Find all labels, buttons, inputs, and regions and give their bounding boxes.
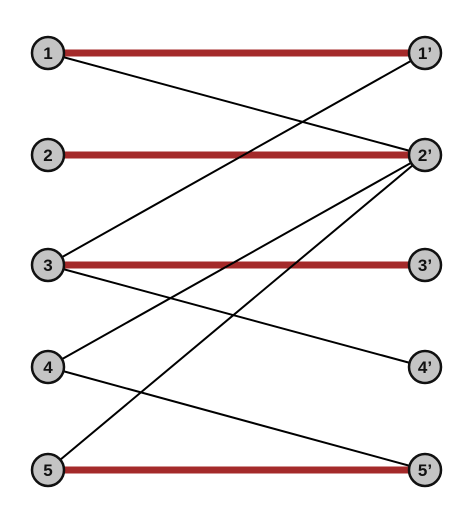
node-label: 2’: [418, 146, 432, 165]
node-label: 2: [43, 146, 52, 165]
node-circle: [407, 247, 443, 283]
node-label: 1’: [418, 44, 432, 63]
edge-3-1p: [47, 52, 426, 266]
left-node-5: 5: [30, 452, 66, 488]
node-circle: [407, 35, 443, 71]
right-node-2p: 2’: [407, 137, 443, 173]
node-circle: [407, 137, 443, 173]
edge-1-2p: [47, 52, 426, 156]
left-node-4: 4: [30, 349, 66, 385]
node-circle: [30, 247, 66, 283]
right-node-4p: 4’: [407, 349, 443, 385]
edge-4-2p: [47, 154, 426, 368]
node-circle: [30, 35, 66, 71]
node-label: 4: [43, 358, 53, 377]
edge-5-2p: [47, 154, 426, 471]
node-label: 3: [43, 256, 52, 275]
node-label: 5: [43, 461, 52, 480]
edge-3-4p: [47, 264, 426, 368]
edge-4-5p: [47, 366, 426, 471]
right-node-5p: 5’: [407, 452, 443, 488]
node-circle: [30, 349, 66, 385]
right-node-1p: 1’: [407, 35, 443, 71]
node-label: 5’: [418, 461, 432, 480]
nodes-layer: 1 2 3 4 5 1’ 2’ 3’ 4’ 5’: [30, 35, 443, 488]
node-label: 4’: [418, 358, 432, 377]
left-node-2: 2: [30, 137, 66, 173]
node-circle: [407, 452, 443, 488]
left-node-3: 3: [30, 247, 66, 283]
node-label: 1: [43, 44, 52, 63]
node-label: 3’: [418, 256, 432, 275]
node-circle: [30, 137, 66, 173]
right-node-3p: 3’: [407, 247, 443, 283]
node-circle: [407, 349, 443, 385]
left-node-1: 1: [30, 35, 66, 71]
node-circle: [30, 452, 66, 488]
edges-layer: [47, 49, 426, 474]
